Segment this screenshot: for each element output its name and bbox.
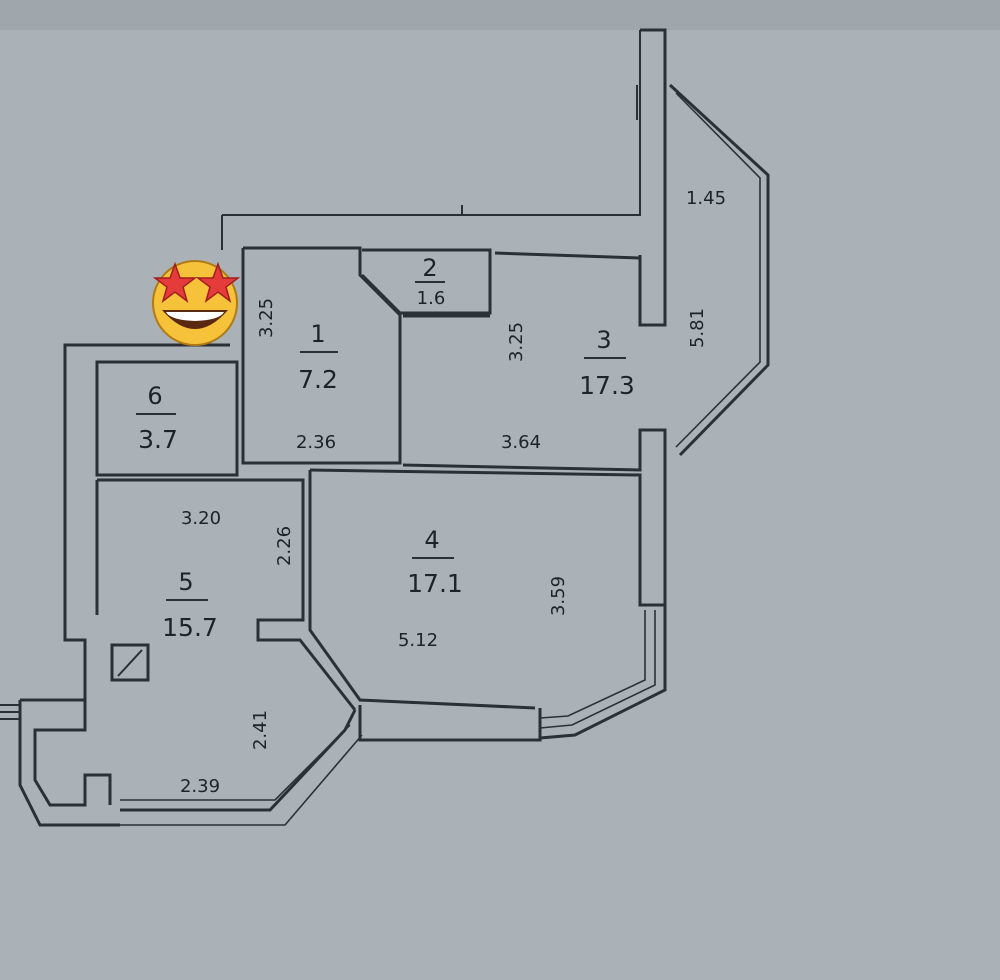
- balcony-width-label: 1.45: [686, 188, 726, 209]
- room-6-area: 3.7: [138, 425, 178, 454]
- balcony-glazing-inner: [675, 92, 761, 448]
- room-5-area: 15.7: [162, 613, 218, 642]
- room-3-number: 3: [596, 326, 611, 354]
- room-1-number: 1: [310, 320, 325, 348]
- room-1-height-label: 3.25: [256, 298, 277, 338]
- room-3-bottom-wall: [402, 428, 667, 472]
- loggia-outer-wall: [18, 700, 120, 827]
- room-5-walls: [97, 478, 357, 711]
- window-band: [358, 705, 542, 742]
- room-4-left-wall: [308, 470, 536, 710]
- corridor-wall: [222, 30, 641, 216]
- loggia-inner-wall: [20, 698, 112, 807]
- room-4-top-wall: [309, 468, 665, 607]
- room-3-width-label: 3.64: [501, 432, 541, 453]
- room-3-height-label: 3.25: [506, 322, 527, 362]
- room-4-area: 17.1: [407, 569, 463, 598]
- shaft-box: [110, 643, 150, 682]
- loggia-height-label: 2.41: [250, 710, 271, 750]
- star-struck-emoji-icon: [152, 260, 241, 346]
- walls: [0, 28, 770, 827]
- room-2-walls: [360, 248, 492, 315]
- loggia-glazing-inner: [120, 734, 363, 826]
- loggia-width-label: 2.39: [180, 776, 220, 797]
- loggia-glazing-mid: [120, 724, 351, 801]
- room-4-height-label: 3.59: [548, 576, 569, 616]
- room-5-height-label: 2.26: [274, 526, 295, 566]
- loggia-glazing-outer: [120, 709, 357, 812]
- room-3-area: 17.3: [579, 371, 635, 400]
- left-outer-wall: [63, 343, 230, 705]
- room-4-window-inner: [539, 610, 646, 719]
- room-1-walls: [241, 246, 402, 465]
- balcony-length-label: 5.81: [687, 308, 708, 348]
- balcony-glazing: [668, 83, 770, 457]
- room-6-walls: [95, 360, 239, 477]
- dimension-labels: 1.45 5.81 3.25 2.36 3.25 3.64 3.20 2.26 …: [180, 188, 726, 797]
- room-4-width-label: 5.12: [398, 630, 438, 651]
- room-1-area: 7.2: [298, 365, 338, 394]
- top-margin-shade: [0, 0, 1000, 30]
- room-3-top-wall: [494, 251, 665, 327]
- room-2-area: 1.6: [417, 288, 446, 309]
- room-5-width-label: 3.20: [181, 508, 221, 529]
- room-2-number: 2: [422, 254, 437, 282]
- room-6-number: 6: [147, 382, 162, 410]
- room-labels: 1 7.2 2 1.6 3 17.3 4 17.1 5 15.7 6 3.7: [136, 254, 635, 642]
- room-4-number: 4: [424, 526, 439, 554]
- room-1-width-label: 2.36: [296, 432, 336, 453]
- room-5-number: 5: [178, 568, 193, 596]
- shaft-diagonal: [117, 649, 143, 677]
- room-4-window-outer: [539, 605, 667, 740]
- room-4-window-mid: [539, 610, 656, 729]
